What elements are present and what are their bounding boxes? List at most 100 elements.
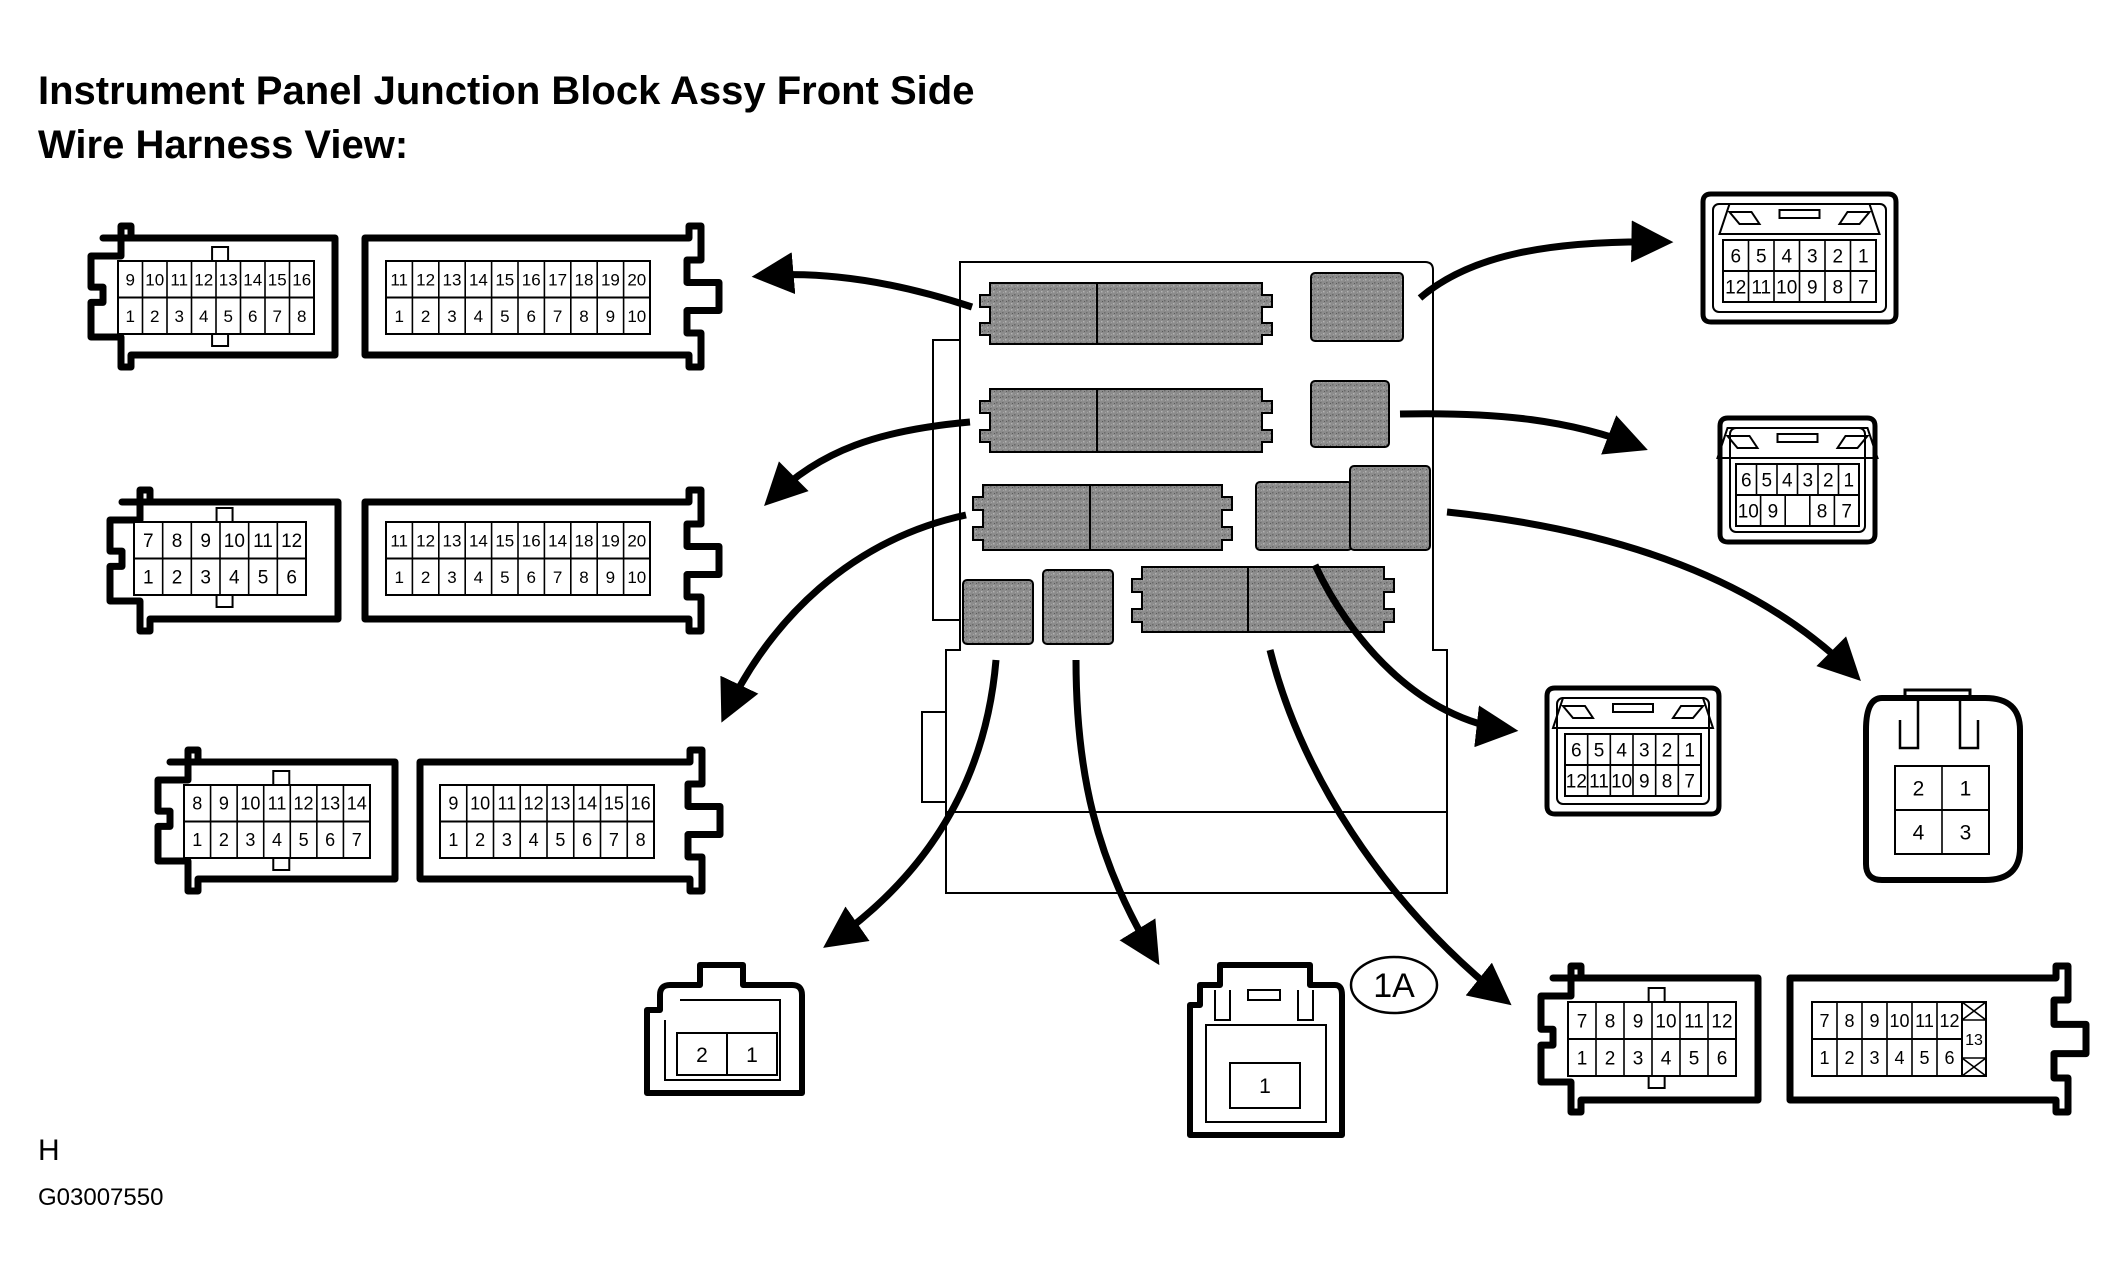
pin-label: 3 (1869, 1048, 1879, 1068)
pin-label: 6 (325, 830, 335, 850)
pin-label: 5 (1594, 740, 1605, 761)
junction-block (921, 261, 1448, 894)
pin-label: 13 (219, 270, 238, 289)
title-line-1: Instrument Panel Junction Block Assy Fro… (38, 69, 974, 113)
pin-label: 11 (390, 531, 408, 550)
pin-label: 17 (548, 270, 567, 289)
pin-label: 5 (500, 307, 509, 326)
pin-label: 14 (469, 531, 488, 550)
pin-label: 8 (1832, 277, 1843, 298)
pin-label: 7 (143, 531, 154, 552)
pin-label: 11 (1589, 771, 1609, 792)
pin-label: 5 (1756, 246, 1767, 267)
pin-label: 8 (579, 307, 588, 326)
pin-label: 2 (421, 568, 430, 587)
arrow-top-right (1417, 220, 1674, 301)
connector-p1: 1 (1187, 962, 1345, 1138)
pin-label: 7 (609, 830, 619, 850)
pin-label: 18 (575, 531, 594, 550)
pin-label: 7 (553, 307, 562, 326)
pin-label: 14 (469, 270, 488, 289)
pin-label: 15 (604, 794, 624, 814)
pin-label: 16 (292, 270, 311, 289)
pin-label: 8 (1817, 501, 1828, 522)
pin-label: 13 (1965, 1032, 1983, 1049)
pin-label: 8 (192, 794, 202, 814)
arrow-right-low (1446, 508, 1861, 681)
pin-label: 8 (1844, 1011, 1854, 1031)
pin-label: 2 (421, 307, 430, 326)
pin-label: 5 (224, 307, 233, 326)
pin-label: 16 (522, 270, 541, 289)
pin-label: 7 (1819, 1011, 1829, 1031)
pin-label: 1 (394, 568, 403, 587)
pin-label: 10 (1655, 1011, 1676, 1032)
pin-label: 1 (1858, 246, 1869, 267)
arrow-mid-right (1399, 410, 1648, 455)
pin-label: 11 (498, 794, 517, 814)
arrows (720, 220, 1861, 1006)
pin-label: 11 (390, 270, 408, 289)
pin-label: 15 (495, 270, 514, 289)
pin-label: 12 (1725, 277, 1746, 298)
pin-label: 11 (1751, 277, 1771, 298)
pin-label: 10 (470, 794, 490, 814)
callout-label: 1A (1373, 967, 1415, 1005)
pin-label: 6 (526, 568, 535, 587)
pin-label: 1 (126, 307, 135, 326)
pin-label: 4 (1616, 740, 1627, 761)
pin-label: 9 (606, 568, 615, 587)
pin-label: 3 (447, 568, 456, 587)
pin-label: 9 (448, 794, 458, 814)
pin-label: 6 (526, 307, 535, 326)
pin-label: 4 (1782, 470, 1793, 491)
pin-label: 3 (1802, 470, 1813, 491)
pin-label: 11 (268, 794, 287, 814)
pin-label: 8 (636, 830, 646, 850)
pin-label: 2 (475, 830, 485, 850)
pin-label: 5 (500, 568, 509, 587)
pin-label: 11 (1684, 1011, 1704, 1032)
pin-label: 14 (243, 270, 262, 289)
callout-badge: 1A (1349, 955, 1439, 1015)
pin-label: 15 (495, 531, 514, 550)
pin-label: 8 (297, 307, 306, 326)
pin-label: 4 (529, 830, 539, 850)
pin-label: 7 (352, 830, 362, 850)
pin-label: 1 (394, 307, 403, 326)
pin-label: 9 (126, 270, 135, 289)
pin-label: 12 (194, 270, 213, 289)
pin-label: 5 (1761, 470, 1772, 491)
pin-label: 9 (1807, 277, 1818, 298)
pin-label: 4 (1781, 246, 1792, 267)
pin-label: 6 (1741, 470, 1752, 491)
arrow-top-left (751, 252, 974, 311)
pin-label: 2 (1832, 246, 1843, 267)
pin-label: 5 (1919, 1048, 1929, 1068)
pin-label: 3 (502, 830, 512, 850)
pin-label: 4 (1661, 1048, 1672, 1069)
figure-code: G03007550 (38, 1184, 163, 1211)
pin-label: 1 (1960, 778, 1972, 801)
pin-label: 4 (474, 307, 483, 326)
pin-label: 9 (1639, 771, 1650, 792)
pin-label: 6 (248, 307, 257, 326)
pin-label: 10 (1889, 1011, 1909, 1031)
pin-label: 9 (200, 531, 211, 552)
pin-label: 2 (150, 307, 159, 326)
pin-label: 4 (1913, 822, 1925, 845)
pin-label: 12 (524, 794, 544, 814)
pin-label: 1 (1577, 1048, 1588, 1069)
arrow-bottom-3 (1266, 649, 1512, 1006)
pin-label: 9 (1869, 1011, 1879, 1031)
pin-label: 7 (1858, 277, 1869, 298)
arrow-lower-left (720, 511, 967, 723)
pin-label: 10 (1776, 277, 1797, 298)
pin-label: 12 (294, 794, 314, 814)
